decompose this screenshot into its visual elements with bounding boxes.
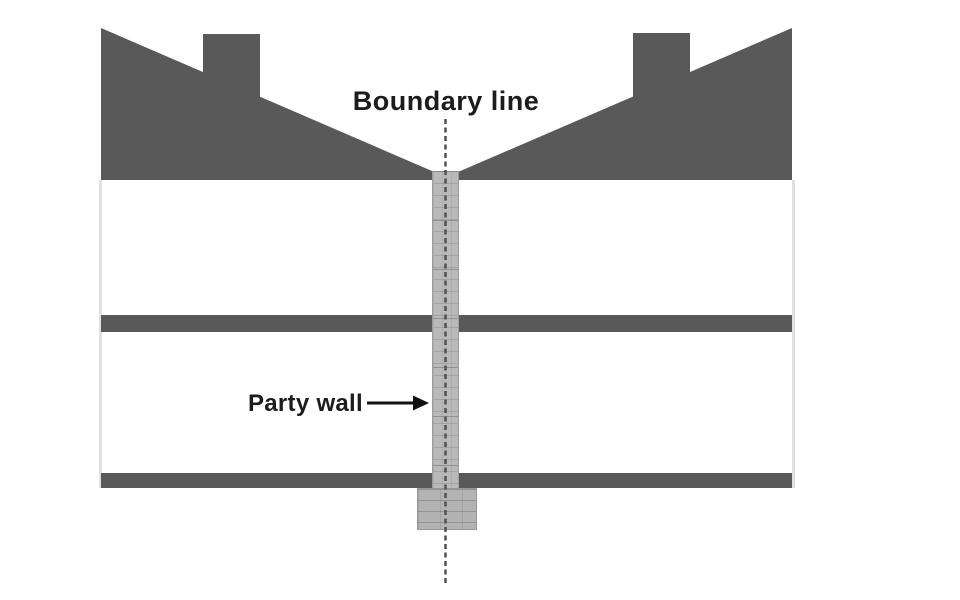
party-wall-foundation	[417, 488, 477, 530]
left-chimney	[203, 34, 260, 102]
left-house-roof	[101, 28, 432, 180]
right-outer-wall-line	[792, 180, 795, 488]
boundary-line-label: Boundary line	[352, 86, 540, 116]
party-wall	[432, 171, 459, 488]
right-chimney	[633, 33, 690, 98]
left-outer-wall-line	[99, 180, 102, 488]
right-house-roof	[458, 28, 792, 180]
party-wall-label: Party wall	[247, 390, 363, 417]
